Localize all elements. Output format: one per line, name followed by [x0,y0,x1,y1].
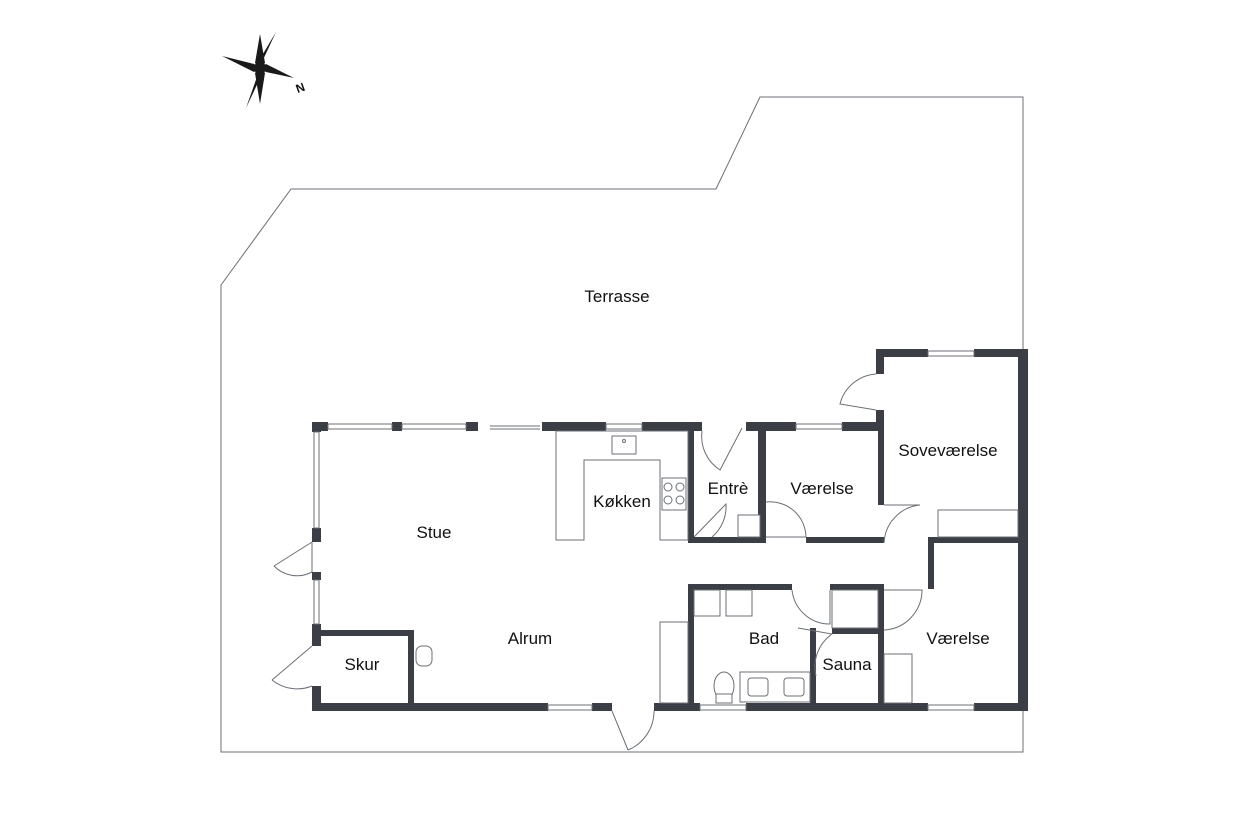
room-label-terrasse: Terrasse [584,287,649,306]
fixtures [415,430,1019,704]
room-label-vaerelse-1: Værelse [790,479,853,498]
room-label-stue: Stue [417,523,452,542]
room-label-skur: Skur [345,655,380,674]
walls [312,349,1028,711]
doors [271,373,923,751]
windows [313,350,975,711]
room-label-sovevaerelse: Soveværelse [898,441,997,460]
compass-rose-icon [222,32,294,108]
room-label-sauna: Sauna [822,655,872,674]
room-label-vaerelse-2: Værelse [926,629,989,648]
compass-north-label: N [294,80,307,96]
room-label-bad: Bad [749,629,779,648]
room-label-kokken: Køkken [593,492,651,511]
room-label-alrum: Alrum [508,629,552,648]
terrace-outline [220,96,1024,753]
room-label-entre: Entrè [708,479,749,498]
